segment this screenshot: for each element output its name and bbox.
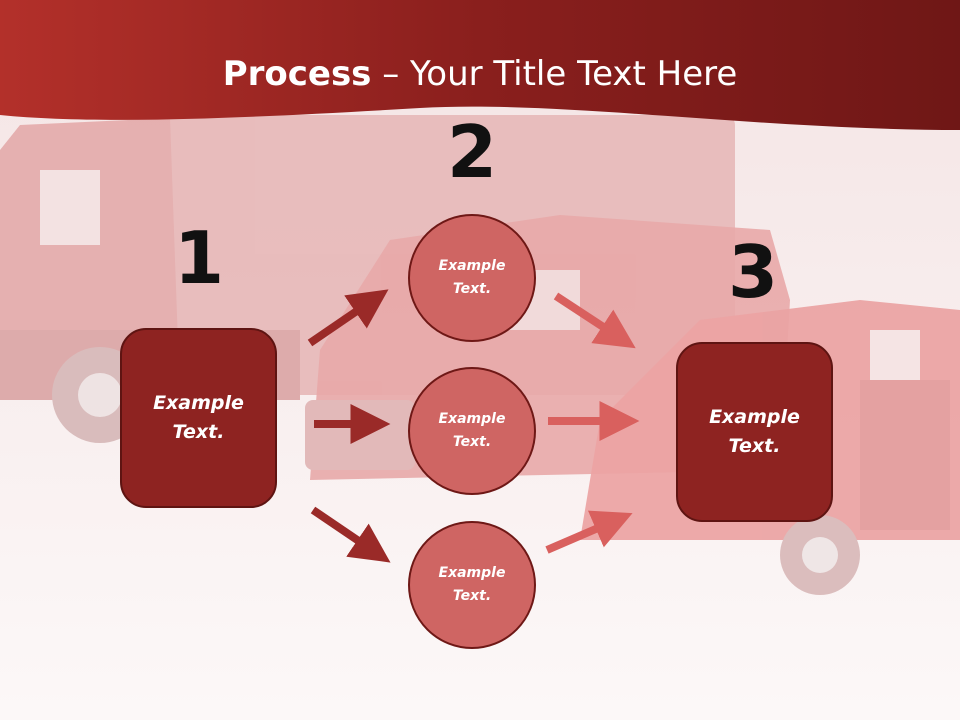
circle-bottom[interactable]: Example Text. bbox=[408, 521, 536, 649]
slide-title: Process – Your Title Text Here bbox=[0, 52, 960, 96]
step-3-box[interactable]: Example Text. bbox=[676, 342, 833, 522]
arrow-circle-top-to-box3 bbox=[553, 292, 636, 349]
step-number-1: 1 bbox=[173, 216, 225, 300]
title-rest: – Your Title Text Here bbox=[371, 54, 738, 94]
step-3-label: Example Text. bbox=[709, 406, 800, 457]
step-number-3: 3 bbox=[727, 230, 779, 314]
circle-middle-label: Example Text. bbox=[438, 411, 506, 450]
circle-top[interactable]: Example Text. bbox=[408, 214, 536, 342]
circle-top-label: Example Text. bbox=[438, 258, 506, 297]
header-band bbox=[0, 0, 960, 130]
arrow-box1-to-circle-top bbox=[307, 289, 389, 347]
title-bold: Process bbox=[222, 54, 372, 94]
arrow-circle-bottom-to-box3 bbox=[545, 510, 633, 554]
circle-middle[interactable]: Example Text. bbox=[408, 367, 536, 495]
step-number-2: 2 bbox=[446, 110, 498, 194]
step-1-label: Example Text. bbox=[153, 392, 244, 443]
van-silhouette-right bbox=[580, 300, 960, 595]
step-1-box[interactable]: Example Text. bbox=[120, 328, 277, 508]
circle-bottom-label: Example Text. bbox=[438, 565, 506, 604]
arrow-box1-to-circle-bottom bbox=[310, 506, 391, 563]
